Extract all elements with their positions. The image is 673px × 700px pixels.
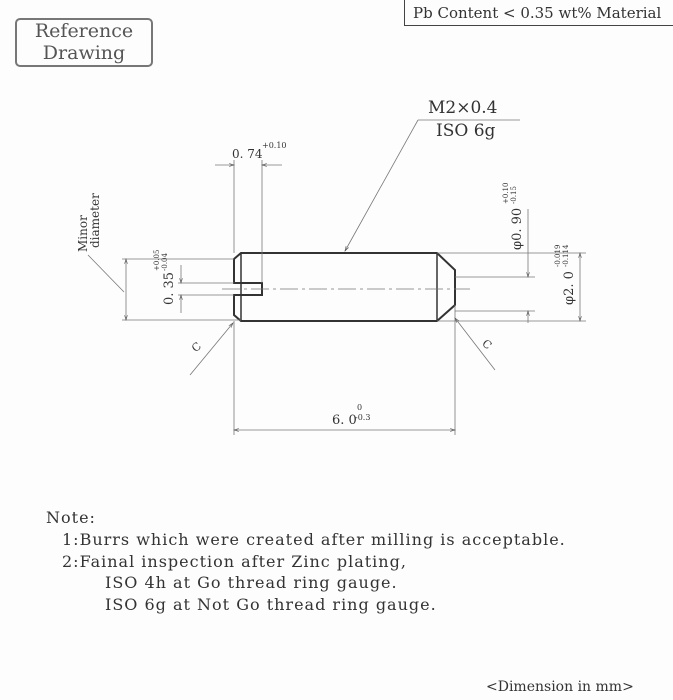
- units-label: <Dimension in mm>: [486, 679, 634, 695]
- note-2b: ISO 6g at Not Go thread ring gauge.: [105, 595, 437, 614]
- slot-depth-tol-upper: +0.05: [153, 250, 161, 271]
- point-dia-tol-upper: +0.10: [502, 183, 510, 204]
- reference-drawing-stamp: Reference Drawing: [15, 18, 153, 67]
- stamp-line-2: Drawing: [42, 42, 126, 64]
- point-diameter: φ0. 90: [510, 208, 525, 250]
- notes-title: Note:: [46, 508, 96, 527]
- chamfer-left: C: [189, 340, 204, 355]
- minor-diameter-label-1: Minor: [76, 215, 90, 252]
- note-1: 1:Burrs which were created after milling…: [62, 530, 566, 549]
- chamfer-right: C: [479, 337, 494, 352]
- length: 6. 0: [332, 413, 357, 428]
- note-2a: ISO 4h at Go thread ring gauge.: [105, 573, 398, 592]
- length-tol-upper: 0: [357, 403, 362, 412]
- thread-size: M2×0.4: [428, 98, 498, 118]
- slot-depth-tol-lower: -0.04: [161, 253, 169, 271]
- point-dia-tol-lower: -0.15: [510, 186, 518, 204]
- screw-outline: [233, 252, 456, 322]
- major-diameter: φ2. 0: [562, 271, 577, 305]
- major-dia-tol-upper: -0.019: [554, 245, 562, 267]
- dimension-lines: [87, 119, 586, 435]
- minor-diameter-label-2: diameter: [88, 193, 102, 248]
- stamp-line-1: Reference: [34, 20, 134, 42]
- dimension-labels: M2×0.4 ISO 6g 0. 74 +0.10 Minor diameter…: [76, 98, 577, 428]
- length-tol-lower: -0.3: [355, 413, 370, 422]
- note-2: 2:Fainal inspection after Zinc plating,: [62, 552, 407, 571]
- slot-depth: 0. 35: [162, 272, 177, 305]
- material-label: Pb Content < 0.35 wt% Material: [404, 0, 673, 26]
- thread-class: ISO 6g: [436, 121, 496, 141]
- major-dia-tol-lower: -0.114: [562, 244, 570, 267]
- slot-width: 0. 74: [232, 147, 263, 161]
- slot-width-tol: +0.10: [262, 141, 287, 150]
